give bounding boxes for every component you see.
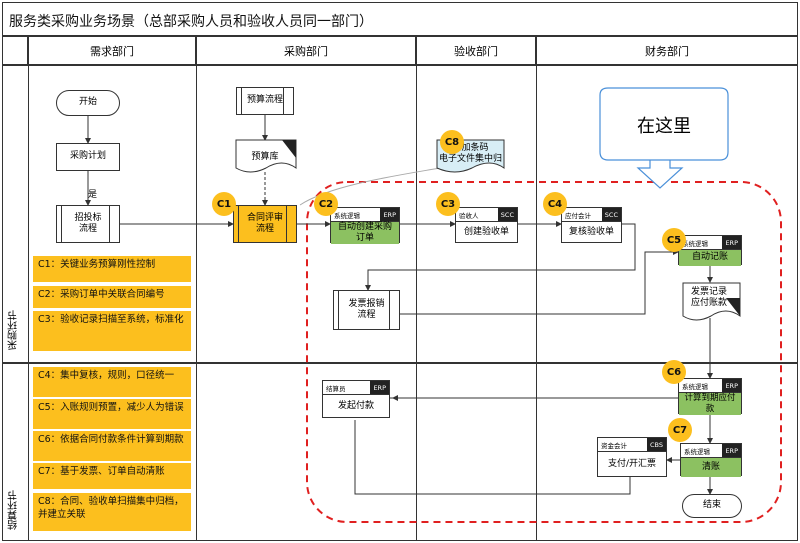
- barcode-archive: 增加条码 电子文件集中归: [438, 143, 502, 164]
- end-node: 结束: [682, 494, 742, 518]
- header-demand: 需求部门: [28, 36, 196, 65]
- role-tag: 系统逻辑: [684, 447, 710, 456]
- clear-account-card: 系统逻辑 ERP 清账: [680, 443, 742, 477]
- calc-payable-card: 系统逻辑 ERP 计算到期应付 款: [678, 378, 742, 415]
- system-tag: ERP: [722, 379, 741, 392]
- badge-c3: C3: [436, 192, 460, 216]
- role-tag: 资金会计: [601, 441, 627, 450]
- budget-library: 预算库: [251, 151, 279, 162]
- auto-booking: 自动记账: [679, 250, 741, 266]
- here-label: 在这里: [637, 116, 691, 137]
- note-c4: C4：集中复核，规则，口径统一: [33, 367, 191, 397]
- invoice-payable-doc: 发票记录 应付账款: [690, 287, 727, 308]
- system-tag: SCC: [601, 208, 621, 221]
- badge-c4: C4: [543, 192, 567, 216]
- role-tag: 应付会计: [565, 211, 591, 220]
- role-tag: 系统逻辑: [682, 239, 708, 248]
- badge-c5: C5: [662, 228, 686, 252]
- auto-booking-card: 系统逻辑 ERP 自动记账: [678, 235, 742, 266]
- system-tag: ERP: [370, 381, 389, 394]
- corner-cell: [2, 36, 28, 65]
- fund-payment: 支付/开汇票: [607, 459, 657, 470]
- note-c6: C6：依据合同付款条件计算到期款: [33, 431, 191, 461]
- create-acceptance: 创建验收单: [463, 227, 509, 238]
- badge-c6: C6: [662, 360, 686, 384]
- lane-settlement: [2, 363, 798, 541]
- badge-c1: C1: [212, 192, 236, 216]
- note-c3: C3：验收记录扫描至系统，标准化: [33, 311, 191, 351]
- system-tag: ERP: [380, 208, 399, 221]
- note-c5: C5：入账规则预置，减少人为错误: [33, 399, 191, 429]
- initiate-payment: 发起付款: [337, 401, 374, 412]
- clear-account: 清账: [681, 458, 741, 477]
- page-title: 服务类采购业务场景（总部采购人员和验收人员同一部门）: [2, 2, 798, 36]
- role-tag: 验收人: [459, 211, 479, 220]
- fund-payment-card: 资金会计 CBS 支付/开汇票: [597, 437, 667, 477]
- role-tag: 结算员: [326, 384, 346, 393]
- auto-create-order-card: 系统逻辑 ERP 自动创建采购 订单: [330, 207, 400, 244]
- initiate-payment-card: 结算员 ERP 发起付款: [322, 380, 390, 418]
- purchase-plan: 采购计划: [56, 143, 120, 171]
- note-c7: C7：基于发票、订单自动清账: [33, 463, 191, 489]
- col-divider: [536, 65, 537, 541]
- col-divider: [196, 65, 197, 541]
- calc-payable: 计算到期应付 款: [679, 393, 741, 415]
- system-tag: CBS: [646, 438, 666, 451]
- contract-review: 合同评审 流程: [233, 205, 297, 243]
- bidding-flow: 招投标 流程: [56, 205, 120, 243]
- badge-c2: C2: [314, 192, 338, 216]
- review-acceptance: 复核验收单: [568, 227, 614, 238]
- yes-label: 是: [88, 190, 98, 200]
- budget-flow: 预算流程: [236, 87, 294, 115]
- lane-procurement: [2, 65, 798, 363]
- header-acceptance: 验收部门: [416, 36, 536, 65]
- note-c2: C2：采购订单中关联合同编号: [33, 286, 191, 308]
- review-acceptance-card: 应付会计 SCC 复核验收单: [561, 207, 622, 243]
- invoice-reimburse-flow: 发票报销 流程: [333, 290, 400, 330]
- start-node: 开始: [56, 90, 120, 116]
- auto-create-order: 自动创建采购 订单: [331, 222, 399, 244]
- system-tag: ERP: [722, 236, 741, 249]
- note-c8: C8：合同、验收单扫描集中归档，并建立关联: [33, 493, 191, 531]
- role-tag: 系统逻辑: [334, 211, 360, 220]
- note-c1: C1：关键业务预算刚性控制: [33, 256, 191, 282]
- system-tag: SCC: [497, 208, 517, 221]
- system-tag: ERP: [722, 444, 741, 457]
- badge-c7: C7: [668, 418, 692, 442]
- role-tag: 系统逻辑: [682, 382, 708, 391]
- header-finance: 财务部门: [536, 36, 798, 65]
- header-purchase: 采购部门: [196, 36, 416, 65]
- badge-c8: C8: [440, 130, 464, 154]
- col-divider: [416, 65, 417, 541]
- create-acceptance-card: 验收人 SCC 创建验收单: [455, 207, 518, 243]
- col-divider: [28, 65, 29, 541]
